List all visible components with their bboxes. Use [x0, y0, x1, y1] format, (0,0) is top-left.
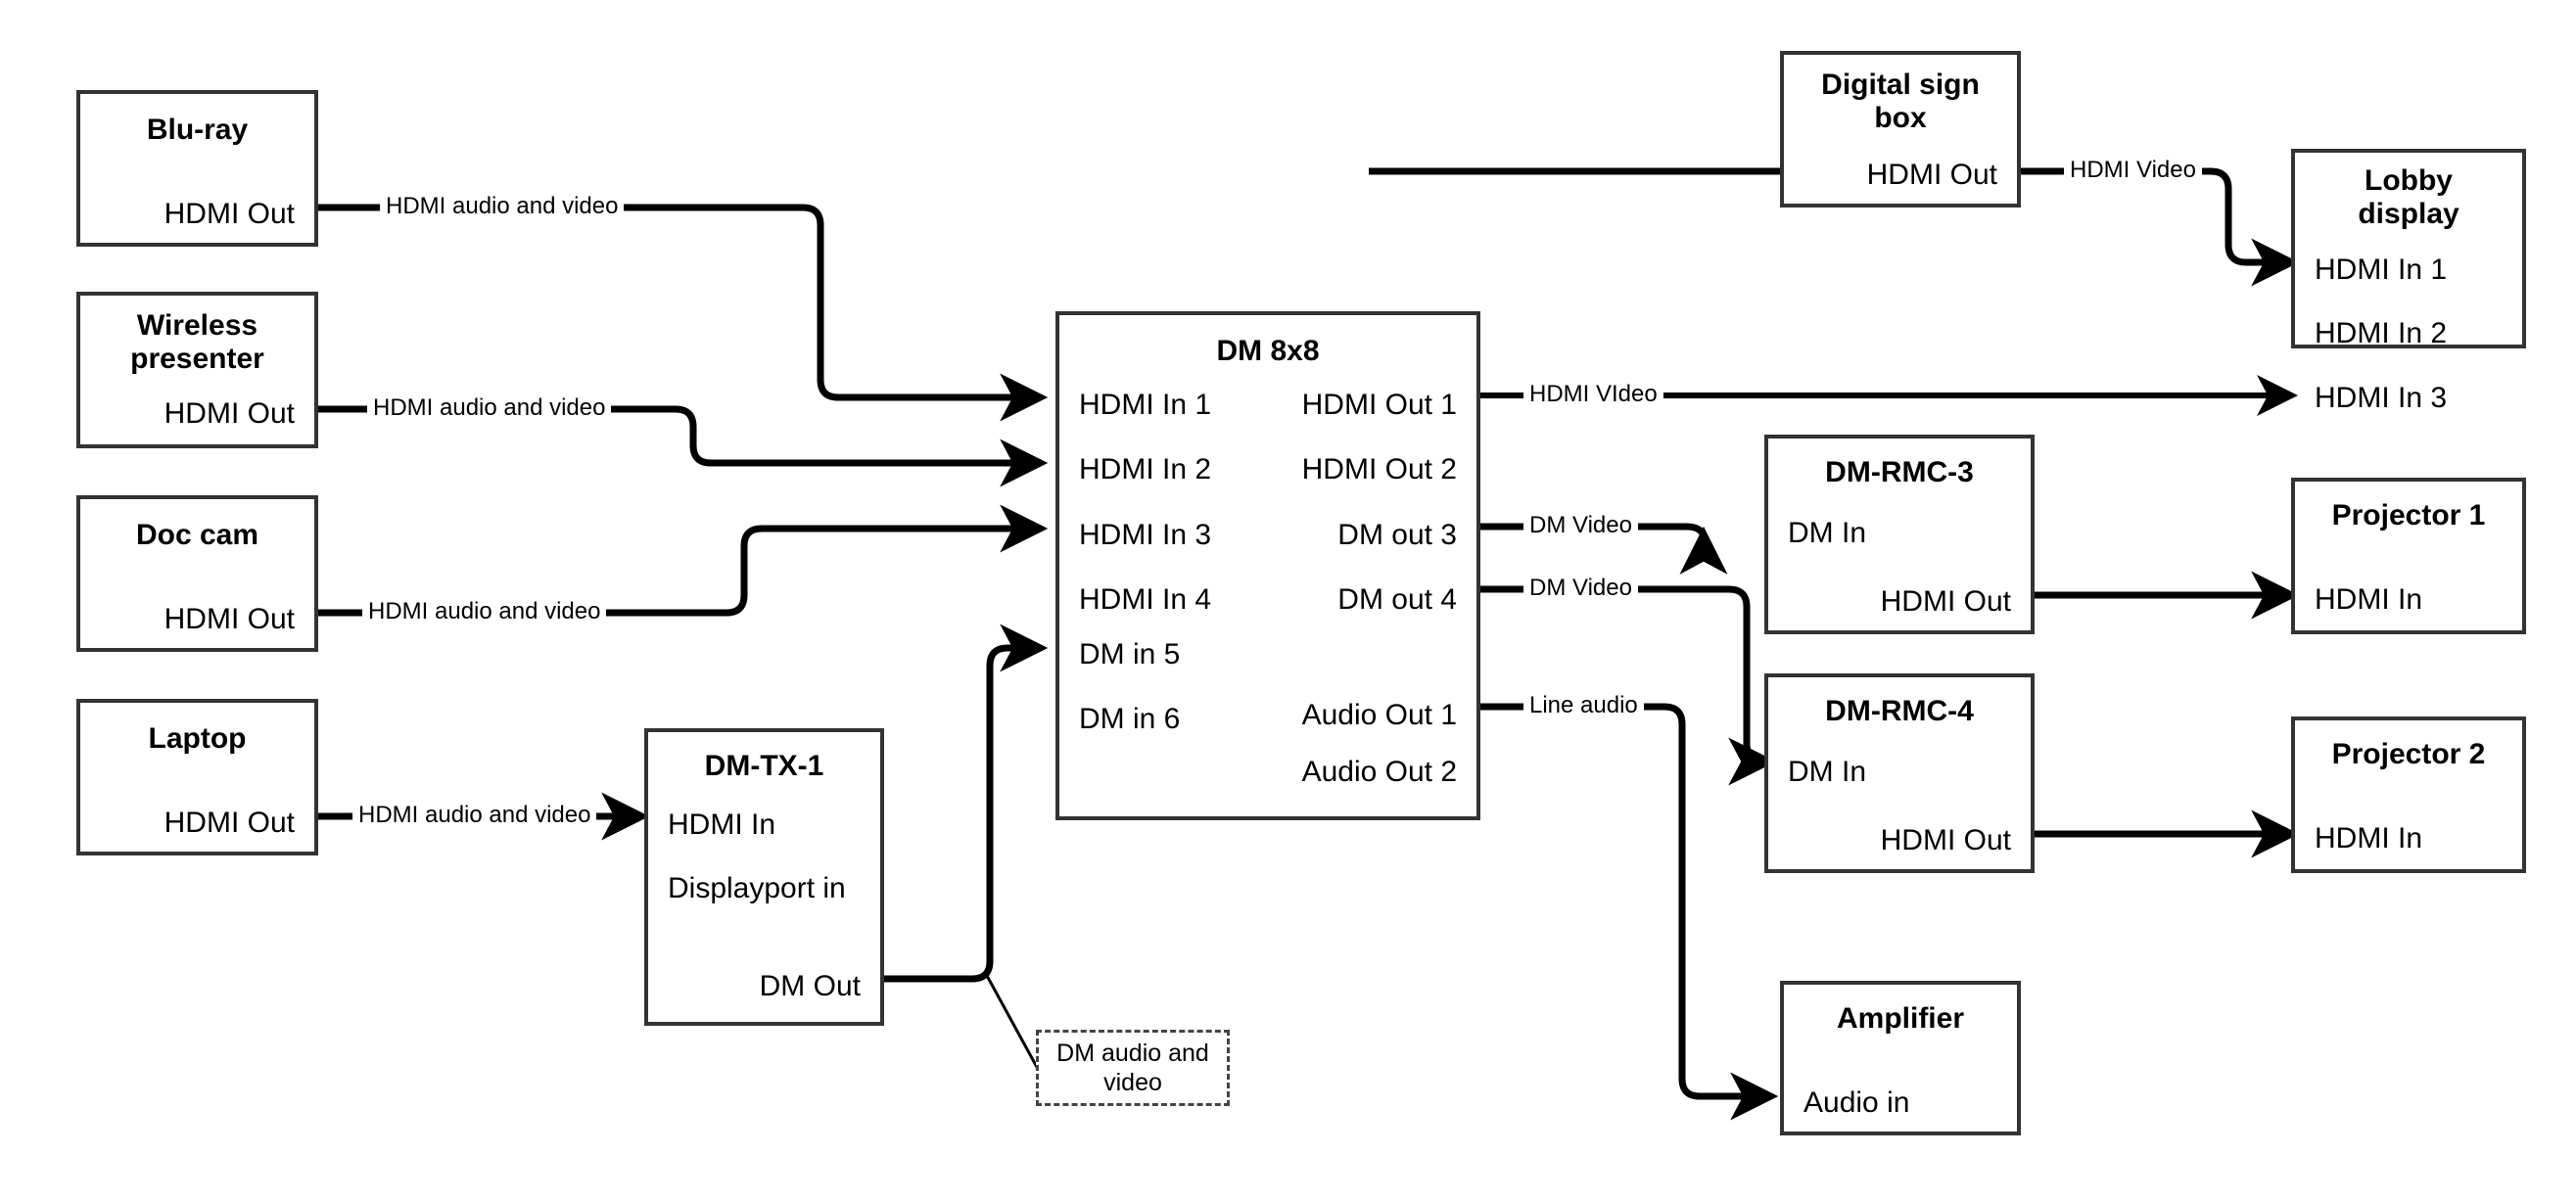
dm-8x8-port-hdmi-in-2: HDMI In 2: [1079, 453, 1212, 485]
note-dm-audio-and-video: DM audio and video: [1036, 1030, 1230, 1106]
dm-8x8-port-hdmi-out-2: HDMI Out 2: [1301, 453, 1457, 485]
node-doc-cam[interactable]: Doc cam HDMI Out: [76, 495, 318, 652]
wire-label-out4-to-rmc4: DM Video: [1523, 577, 1638, 600]
dm-8x8-port-hdmi-in-1: HDMI In 1: [1079, 389, 1212, 421]
wire-label-out1-to-lobby: HDMI VIdeo: [1523, 383, 1663, 406]
projector-1-port-hdmi-in: HDMI In: [2315, 583, 2423, 616]
bluray-title: Blu-ray: [146, 114, 249, 146]
lobby-display-port-hdmi-in-3: HDMI In 3: [2315, 382, 2448, 414]
wire-note-leader: [984, 973, 1040, 1070]
wire-bluray-to-dm8x8-in1: [318, 204, 1049, 422]
lobby-display-port-hdmi-in-1: HDMI In 1: [2315, 254, 2448, 286]
doc-cam-title: Doc cam: [135, 519, 259, 551]
amplifier-port-audio-in: Audio in: [1803, 1086, 1910, 1119]
node-laptop[interactable]: Laptop HDMI Out: [76, 699, 318, 855]
dm-rmc-3-title: DM-RMC-3: [1825, 456, 1974, 488]
wire-dmtx1-to-dm8x8-in5: [884, 624, 1049, 983]
dm-tx-1-port-displayport-in: Displayport in: [668, 872, 846, 904]
dm-rmc-3-port-dm-in: DM In: [1788, 517, 1867, 549]
dm-8x8-port-audio-out-2: Audio Out 2: [1301, 756, 1457, 788]
laptop-port-hdmi-out: HDMI Out: [164, 807, 295, 839]
dm-8x8-port-hdmi-out-1: HDMI Out 1: [1301, 389, 1457, 421]
dm-rmc-4-title: DM-RMC-4: [1825, 695, 1974, 727]
dm-8x8-port-dm-in-6: DM in 6: [1079, 703, 1181, 735]
node-dm-rmc-3[interactable]: DM-RMC-3 DM In HDMI Out: [1764, 435, 2035, 634]
bluray-port-hdmi-out: HDMI Out: [164, 198, 295, 230]
dm-rmc-4-port-hdmi-out: HDMI Out: [1880, 824, 2011, 856]
wire-label-bluray-to-in1: HDMI audio and video: [380, 195, 625, 218]
lobby-display-title-line1: Lobby: [2365, 164, 2453, 197]
dm-tx-1-port-dm-out: DM Out: [759, 970, 861, 1002]
lobby-display-port-hdmi-in-2: HDMI In 2: [2315, 317, 2448, 349]
wireless-presenter-title-line1: Wireless: [136, 309, 258, 342]
wire-dm8x8-out4-to-rmc4: [1480, 585, 1777, 786]
node-lobby-display[interactable]: Lobby display HDMI In 1 HDMI In 2 HDMI I…: [2291, 149, 2526, 413]
dm-8x8-port-audio-out-1: Audio Out 1: [1301, 699, 1457, 731]
wire-dm8x8-audio1-to-amplifier: [1480, 703, 1779, 1121]
dm-8x8-port-hdmi-in-4: HDMI In 4: [1079, 583, 1212, 616]
node-dm-8x8[interactable]: DM 8x8 HDMI In 1 HDMI In 2 HDMI In 3 HDM…: [1055, 311, 1480, 820]
wireless-presenter-title-line2: presenter: [130, 343, 264, 375]
projector-2-title: Projector 2: [2331, 738, 2486, 770]
node-amplifier[interactable]: Amplifier Audio in: [1780, 981, 2021, 1135]
dm-8x8-port-dm-out-4: DM out 4: [1337, 583, 1457, 616]
dm-tx-1-port-hdmi-in: HDMI In: [668, 808, 776, 841]
node-bluray[interactable]: Blu-ray HDMI Out: [76, 90, 318, 247]
amplifier-title: Amplifier: [1836, 1002, 1965, 1035]
projector-1-title: Projector 1: [2331, 499, 2486, 531]
wire-label-audio1-to-amplifier: Line audio: [1523, 694, 1644, 717]
dm-8x8-port-dm-out-3: DM out 3: [1337, 519, 1457, 551]
wire-label-laptop-to-dmtx1: HDMI audio and video: [352, 804, 597, 827]
wire-label-out3-to-rmc3: DM Video: [1523, 514, 1638, 537]
dm-8x8-port-hdmi-in-3: HDMI In 3: [1079, 519, 1212, 551]
node-wireless-presenter[interactable]: Wireless presenter HDMI Out: [76, 292, 318, 448]
lobby-display-title-line2: display: [2358, 198, 2459, 230]
node-projector-2[interactable]: Projector 2 HDMI In: [2291, 716, 2526, 873]
dm-8x8-port-dm-in-5: DM in 5: [1079, 638, 1181, 670]
doc-cam-port-hdmi-out: HDMI Out: [164, 603, 295, 635]
node-dm-rmc-4[interactable]: DM-RMC-4 DM In HDMI Out: [1764, 673, 2035, 873]
node-projector-1[interactable]: Projector 1 HDMI In: [2291, 478, 2526, 634]
wire-label-wireless-to-in2: HDMI audio and video: [367, 396, 612, 420]
projector-2-port-hdmi-in: HDMI In: [2315, 822, 2423, 855]
dm-8x8-title: DM 8x8: [1216, 335, 1320, 367]
node-digital-sign-box[interactable]: Digital sign box HDMI Out: [1780, 51, 2021, 208]
dm-rmc-3-port-hdmi-out: HDMI Out: [1880, 585, 2011, 618]
dm-tx-1-title: DM-TX-1: [704, 750, 824, 782]
wire-label-signbox-to-lobby: HDMI Video: [2064, 159, 2202, 182]
wire-label-doccam-to-in3: HDMI audio and video: [362, 600, 607, 624]
dm-rmc-4-port-dm-in: DM In: [1788, 756, 1867, 788]
digital-sign-box-title-line1: Digital sign: [1821, 69, 1980, 101]
digital-sign-box-port-hdmi-out: HDMI Out: [1866, 159, 1997, 191]
node-dm-tx-1[interactable]: DM-TX-1 HDMI In Displayport in DM Out: [644, 728, 884, 1026]
wireless-presenter-port-hdmi-out: HDMI Out: [164, 397, 295, 430]
digital-sign-box-title-line2: box: [1874, 102, 1927, 134]
laptop-title: Laptop: [148, 722, 247, 755]
